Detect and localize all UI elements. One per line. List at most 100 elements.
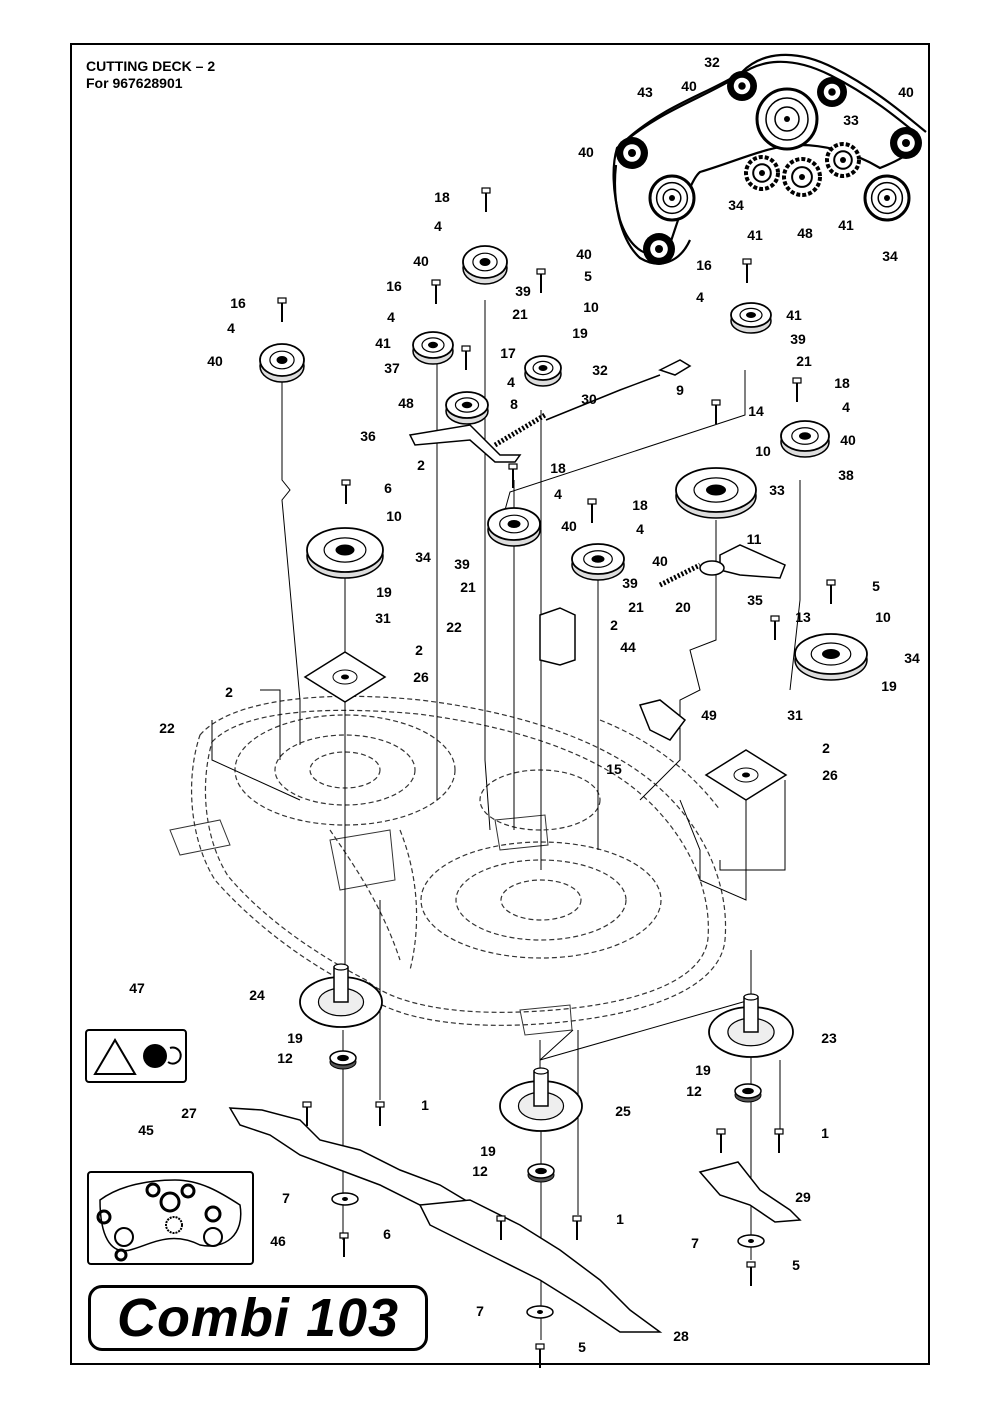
callout-number: 40 (561, 518, 577, 534)
callout-number: 25 (615, 1103, 631, 1119)
callout-label: 18 (834, 375, 850, 391)
bolt (302, 1101, 312, 1126)
callout-label: 41 (375, 335, 391, 351)
callout-number: 49 (701, 707, 717, 723)
belt-pulley (643, 233, 675, 265)
callout-label: 4 (554, 486, 562, 502)
callout-label: 16 (696, 257, 712, 273)
callout-label: 18 (632, 497, 648, 513)
bolt (341, 479, 351, 504)
callout-label: 10 (875, 609, 891, 625)
callout-number: 39 (515, 283, 531, 299)
belt-pulley (755, 87, 819, 151)
callout-label: 35 (747, 592, 763, 608)
callout-label: 37 (384, 360, 400, 376)
belt-pulley (817, 77, 847, 107)
callout-number: 43 (637, 84, 653, 100)
callout-label: 15 (606, 761, 622, 777)
callout-label: 40 (840, 432, 856, 448)
callout-label: 2 (610, 617, 618, 633)
callout-number: 16 (696, 257, 712, 273)
callout-label: 5 (792, 1257, 800, 1273)
callout-number: 26 (822, 767, 838, 783)
callout-label: 19 (881, 678, 897, 694)
callout-number: 18 (834, 375, 850, 391)
callout-label: 40 (413, 253, 429, 269)
callout-number: 22 (159, 720, 175, 736)
fasteners-layer (277, 187, 836, 1368)
belt-pulley (825, 142, 861, 178)
callout-number: 39 (622, 575, 638, 591)
callout-label: 32 (704, 54, 720, 70)
callout-label: 18 (434, 189, 450, 205)
callout-number: 21 (512, 306, 528, 322)
callout-label: 1 (421, 1097, 429, 1113)
callout-label: 22 (159, 720, 175, 736)
callout-number: 47 (129, 980, 145, 996)
callout-number: 19 (572, 325, 588, 341)
cutting-deck-outline (190, 695, 727, 1026)
callout-label: 39 (790, 331, 806, 347)
belt-pulleys-layer (616, 71, 922, 265)
belt-pulley (727, 71, 757, 101)
callout-label: 41 (747, 227, 763, 243)
callout-number: 26 (413, 669, 429, 685)
part-pulley (412, 331, 454, 365)
callout-number: 4 (387, 309, 395, 325)
callout-number: 4 (636, 521, 644, 537)
callout-number: 37 (384, 360, 400, 376)
callout-label: 21 (460, 579, 476, 595)
part-washer (526, 1305, 554, 1319)
callout-label: 10 (755, 443, 771, 459)
callout-label: 4 (507, 374, 515, 390)
callout-label: 19 (695, 1062, 711, 1078)
callout-label: 12 (686, 1083, 702, 1099)
part-pulley (524, 355, 562, 387)
blade-small (698, 1161, 802, 1223)
callout-number: 38 (838, 467, 854, 483)
bolt (508, 463, 518, 488)
callout-number: 41 (786, 307, 802, 323)
belt-pulley (648, 174, 696, 222)
bolt (535, 1343, 545, 1368)
callout-number: 2 (610, 617, 618, 633)
callout-label: 33 (843, 112, 859, 128)
callout-label: 11 (747, 531, 762, 547)
callout-label: 38 (838, 467, 854, 483)
callout-label: 40 (898, 84, 914, 100)
callout-number: 12 (686, 1083, 702, 1099)
callout-label: 4 (696, 289, 704, 305)
diagram-frame (70, 43, 930, 1365)
callout-number: 19 (376, 584, 392, 600)
callout-label: 8 (510, 396, 518, 412)
callout-label: 21 (628, 599, 644, 615)
callout-number: 21 (628, 599, 644, 615)
callout-number: 17 (500, 345, 516, 361)
callout-label: 41 (786, 307, 802, 323)
callout-label: 17 (500, 345, 516, 361)
bolt (339, 1232, 349, 1257)
callout-label: 27 (181, 1105, 197, 1121)
callout-label: 26 (822, 767, 838, 783)
callout-label: 20 (675, 599, 691, 615)
callout-number: 10 (875, 609, 891, 625)
callout-number: 5 (872, 578, 880, 594)
part-spindle (708, 993, 794, 1058)
callout-number: 28 (673, 1328, 689, 1344)
bolt (496, 1215, 506, 1240)
callout-label: 21 (512, 306, 528, 322)
callout-label: 40 (652, 553, 668, 569)
product-logo: Combi 103 (88, 1285, 428, 1351)
callout-label: 19 (572, 325, 588, 341)
callout-number: 2 (822, 740, 830, 756)
callout-number: 34 (882, 248, 898, 264)
model-number: For 967628901 (86, 75, 183, 91)
callout-number: 21 (796, 353, 812, 369)
callout-label: 4 (387, 309, 395, 325)
callout-label: 5 (584, 268, 592, 284)
callout-label: 40 (681, 78, 697, 94)
callout-number: 6 (384, 480, 392, 496)
callout-number: 5 (792, 1257, 800, 1273)
callout-label: 7 (691, 1235, 699, 1251)
